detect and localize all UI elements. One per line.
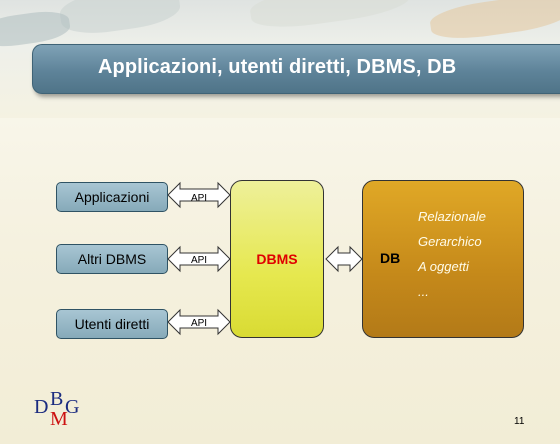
db-label: DB [380, 250, 401, 266]
dbms-db-arrow [325, 245, 363, 273]
db-type-ellipsis: ... [418, 284, 429, 299]
db-box [362, 180, 524, 338]
box-utenti-diretti: Utenti diretti [56, 309, 168, 339]
dbms-label: DBMS [256, 251, 298, 267]
box-altri-dbms: Altri DBMS [56, 244, 168, 274]
dbms-box: DBMS [230, 180, 324, 338]
title-bar [32, 44, 560, 94]
api-label-2: API [191, 255, 207, 266]
logo-m: M [50, 408, 68, 430]
api-label-3: API [191, 318, 207, 329]
logo-g: G [65, 396, 80, 418]
api-arrow-utenti-diretti: API [167, 308, 231, 336]
box-applicazioni: Applicazioni [56, 182, 168, 212]
page-number: 11 [514, 416, 525, 427]
slide-title: Applicazioni, utenti diretti, DBMS, DB [98, 56, 457, 78]
api-label-1: API [191, 193, 207, 204]
db-type-gerarchico: Gerarchico [418, 234, 482, 249]
api-arrow-altri-dbms: API [167, 245, 231, 273]
db-type-a-oggetti: A oggetti [418, 259, 469, 274]
api-arrow-applicazioni: API [167, 181, 231, 209]
logo-b: B [50, 388, 64, 410]
db-type-relazionale: Relazionale [418, 209, 486, 224]
logo-d: D [34, 396, 49, 418]
